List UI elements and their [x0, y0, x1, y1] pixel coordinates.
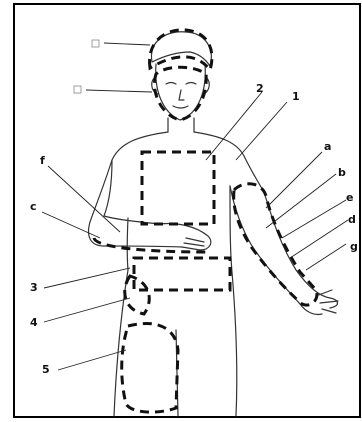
label-c: c — [30, 200, 37, 213]
label-a: a — [324, 140, 331, 153]
frame — [14, 4, 360, 417]
label-d: d — [348, 213, 356, 226]
label-e: e — [346, 191, 353, 204]
label-box-top — [92, 40, 99, 47]
label-3: 3 — [30, 281, 38, 294]
label-g: g — [350, 240, 358, 253]
label-1: 1 — [292, 90, 300, 103]
label-4: 4 — [30, 316, 38, 329]
label-b: b — [338, 166, 346, 179]
label-5: 5 — [42, 363, 50, 376]
label-box-middle — [74, 86, 81, 93]
label-f: f — [40, 154, 45, 167]
label-2: 2 — [256, 82, 264, 95]
